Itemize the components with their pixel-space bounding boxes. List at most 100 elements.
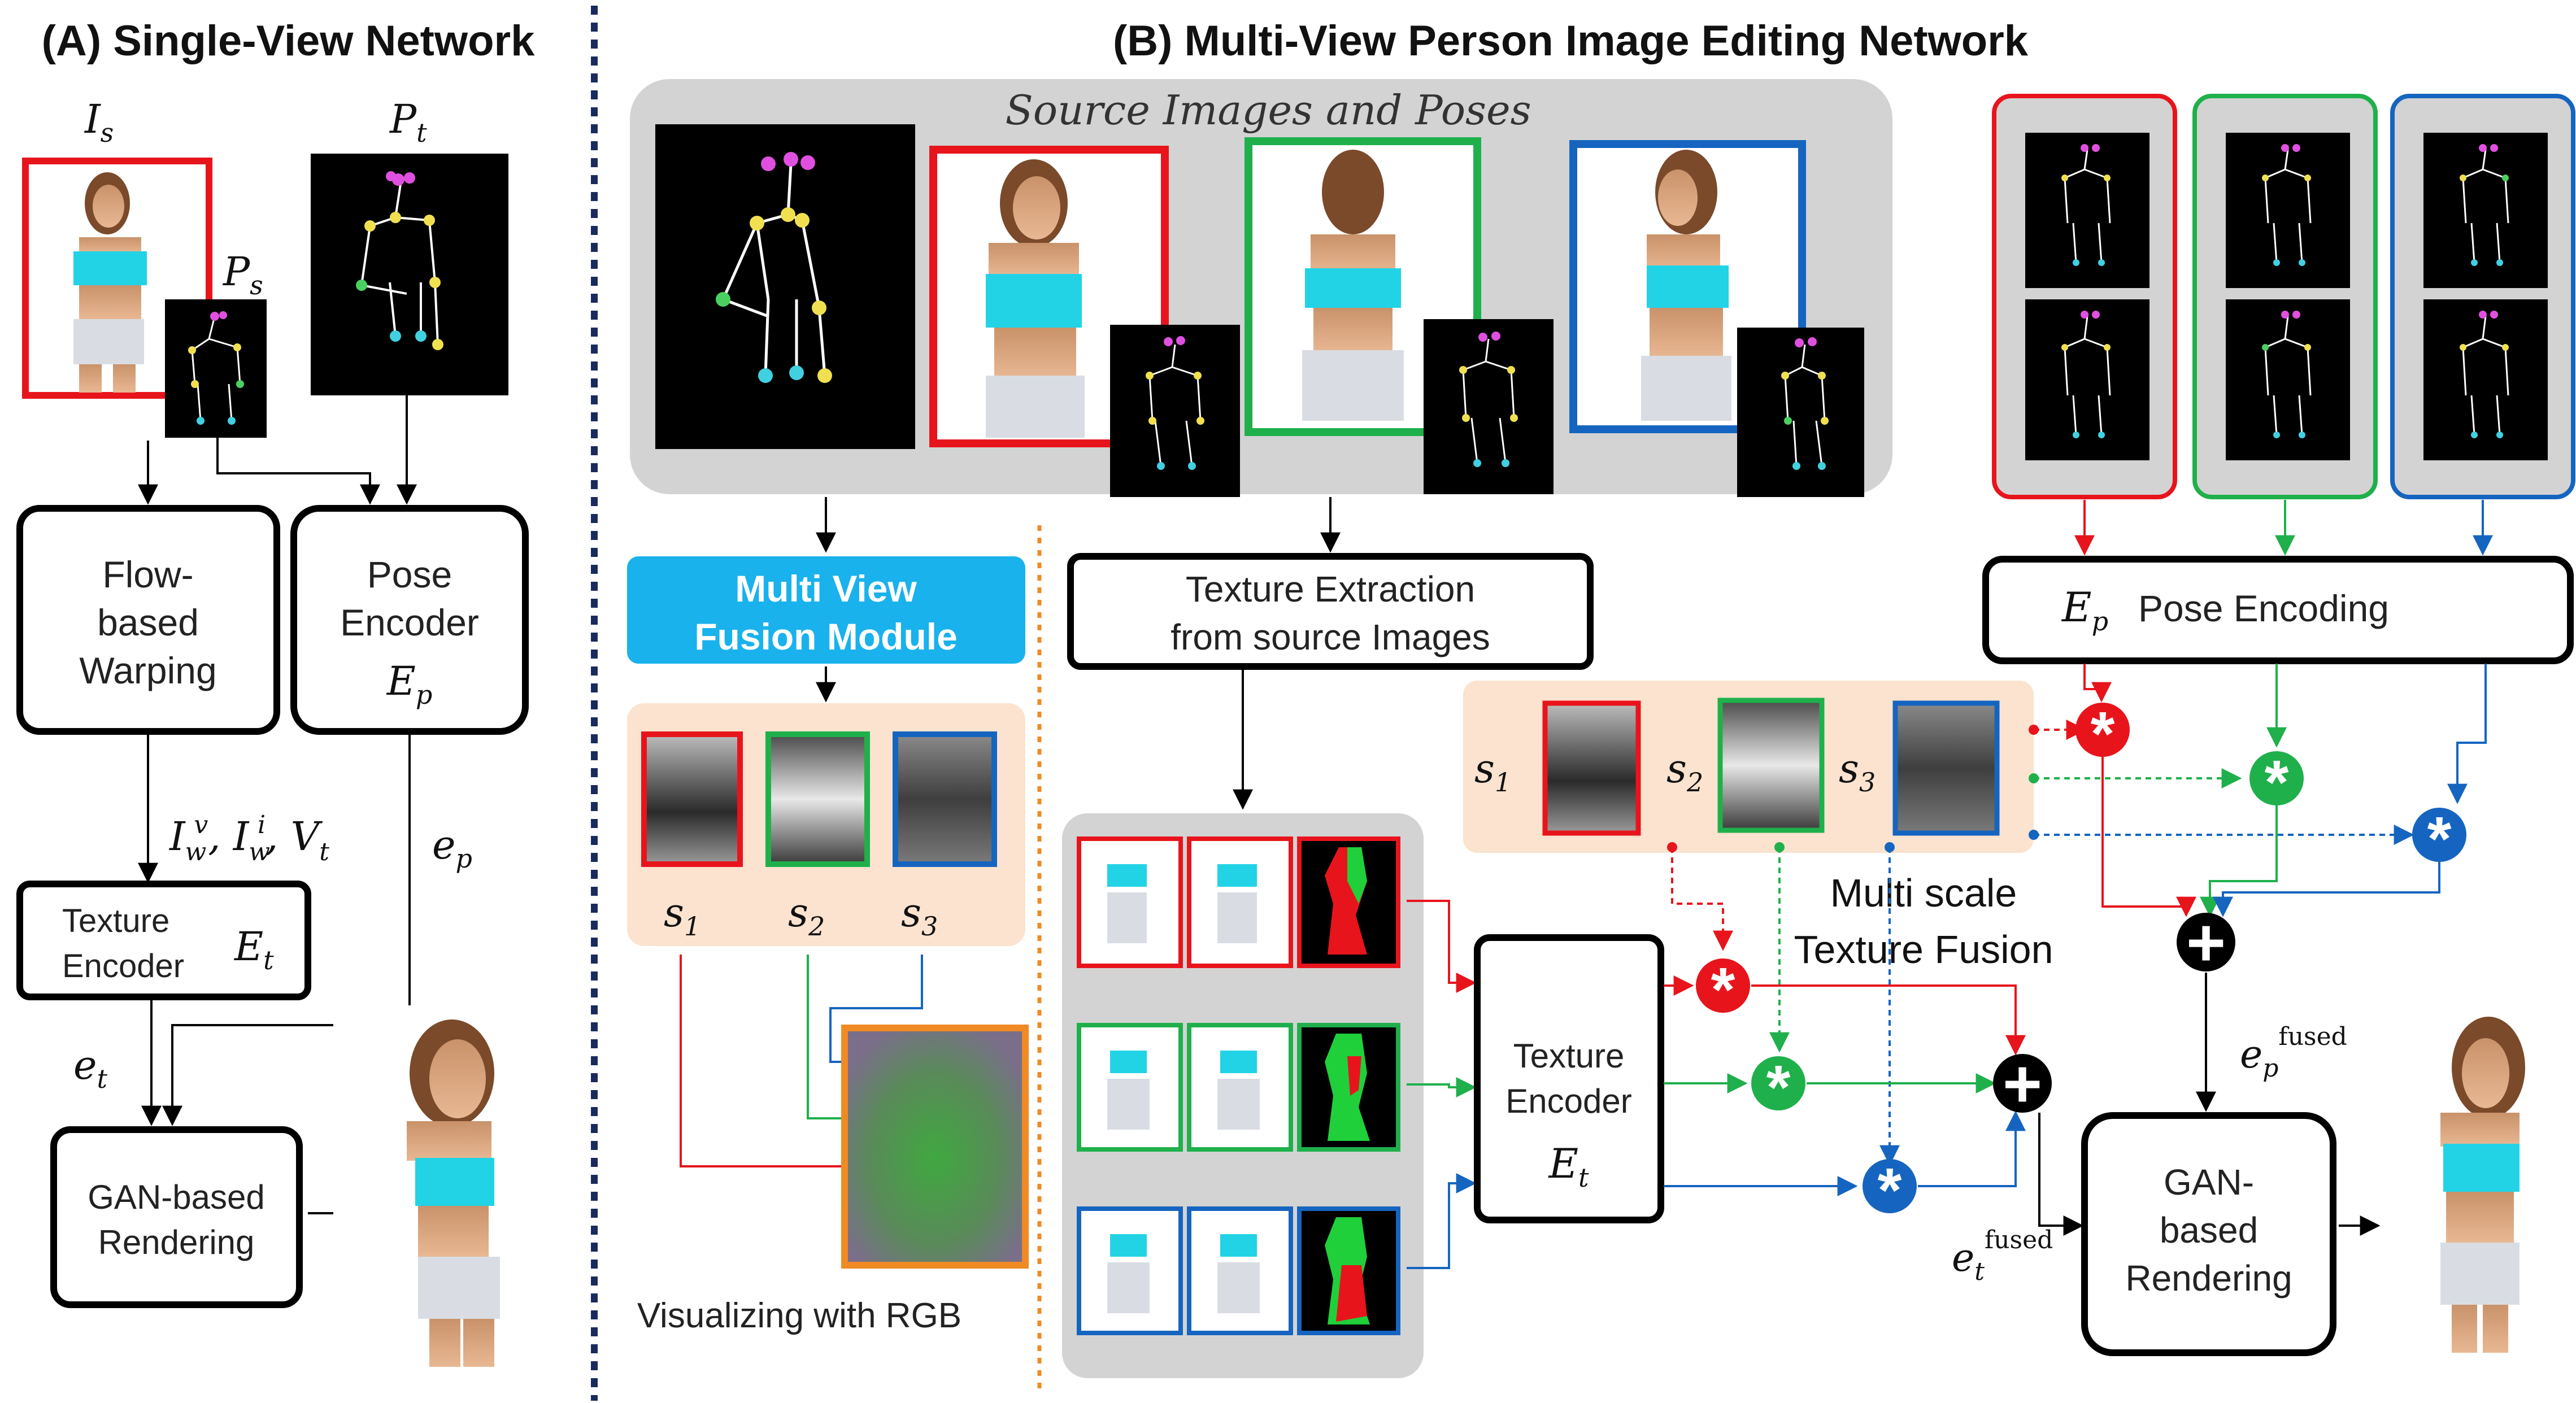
tex-add-node: + (1993, 1046, 2052, 1122)
flow-warping-label-2: based (97, 602, 199, 643)
crop-red-3-seg-green (1347, 847, 1367, 904)
svg-text:*: * (1766, 1053, 1791, 1122)
flow-warping-box (16, 505, 280, 735)
source-image-blue (1569, 140, 1806, 433)
s2-label-right: s2 (1666, 746, 1703, 798)
source-pose-green (1424, 319, 1554, 494)
gan-rendering-b-label-3: Rendering (2125, 1258, 2292, 1299)
crop-red-2-top (1217, 864, 1257, 887)
svg-text:+: + (2003, 1046, 2042, 1122)
multi-scale-label-2: Texture Fusion (1794, 927, 2053, 971)
crop-green-3-seg (1325, 1034, 1370, 1141)
pose-tile-red-bottom (2025, 299, 2149, 460)
gan-rendering-a-label-2: Rendering (98, 1223, 255, 1261)
tex-mult-green-node: * (1751, 1053, 1805, 1122)
crop-blue-2-bottom (1217, 1262, 1260, 1313)
visualizing-caption: Visualizing with RGB (637, 1296, 961, 1335)
s1-label-right: s1 (1474, 746, 1511, 798)
gan-rendering-b-label-1: GAN- (2164, 1162, 2254, 1202)
texture-encoder-box-b (1474, 934, 1664, 1223)
pose-encoder-label-1: Pose (367, 554, 452, 595)
map-s1-right (1542, 700, 1641, 836)
crop-blue-1-bottom (1107, 1262, 1150, 1313)
crop-green-1-bottom (1107, 1079, 1150, 1130)
texture-encoder-b-label-1: Texture (1513, 1037, 1625, 1075)
line-s3-to-rgb (829, 955, 923, 1063)
dot-s3-origin (1885, 842, 1895, 852)
fusion-module-label-1: Multi View (735, 568, 917, 609)
texture-encoder-b-et: Et (1547, 1140, 1589, 1193)
texture-extraction-label-2: from source Images (1170, 617, 1490, 657)
texture-encoder-a-et: Et (233, 923, 274, 975)
svg-text:*: * (1878, 1156, 1902, 1225)
crop-blue-2-top (1220, 1234, 1257, 1257)
fusion-module-label-2: Fusion Module (694, 616, 958, 657)
arrow-green-crops-to-encoder (1407, 1077, 1477, 1097)
pose-encoder-ep: Ep (386, 658, 433, 710)
dot-s2-origin (1774, 842, 1785, 852)
s3-label-right: s3 (1839, 746, 1876, 798)
texture-encoder-b-label-2: Encoder (1505, 1082, 1631, 1120)
tex-mult-red-node: * (1696, 955, 1750, 1025)
pose-mult-red-node: * (2075, 699, 2130, 769)
arrow-blue-crops-to-encoder (1407, 1173, 1477, 1269)
crop-green-2-bottom (1217, 1079, 1260, 1130)
et-fused-label: etfused (1952, 1226, 2053, 1286)
map-s2-right (1717, 698, 1825, 833)
pose-encoding-label: Pose Encoding (2138, 587, 2389, 629)
crop-red-1-bottom (1107, 892, 1147, 943)
pose-encoder-label-2: Encoder (340, 602, 479, 643)
pose-tile-green-top (2226, 133, 2350, 288)
map-s2-left (765, 731, 870, 867)
dot-s1-pose-origin (2029, 725, 2039, 735)
ep-small-label: ep (432, 822, 472, 874)
pose-mult-blue-node: * (2412, 804, 2466, 874)
pose-add-node: + (2177, 905, 2235, 981)
pose-image-pt (311, 154, 508, 395)
pose-tile-blue-bottom (2423, 299, 2548, 460)
et-small-label: et (73, 1042, 107, 1094)
output-image-a (333, 1005, 582, 1367)
source-images-caption: Source Images and Poses (1005, 86, 1531, 134)
line-pose-red-to-mult (2083, 664, 2112, 703)
ep-fused-label: epfused (2240, 1022, 2347, 1083)
gan-rendering-box-a (50, 1126, 303, 1308)
gan-rendering-b-label-2: based (2160, 1210, 2258, 1250)
s3-label-left: s3 (901, 890, 938, 942)
line-pose-mult-red-to-add (2101, 757, 2196, 917)
source-pose-red (1110, 325, 1240, 497)
warp-outputs-label: Iwv, Iwi, Vt (168, 811, 329, 866)
line-pose-mult-blue-to-add (2213, 862, 2440, 917)
arrow-red-crops-to-encoder (1407, 900, 1477, 993)
map-s3-right (1892, 700, 2000, 836)
svg-text:+: + (2186, 905, 2226, 981)
arrow-ps-to-pose-encoder (216, 438, 380, 505)
source-pose-blue (1737, 328, 1864, 497)
map-s3-left (893, 731, 997, 867)
texture-extraction-label-1: Texture Extraction (1186, 569, 1475, 609)
source-image-red (929, 146, 1169, 447)
crop-green-3-seg-red (1347, 1056, 1361, 1096)
gan-rendering-a-label-1: GAN-based (88, 1178, 264, 1216)
dot-s2-pose-origin (2029, 773, 2039, 783)
texture-encoder-box-a (16, 881, 311, 1000)
ps-label: Ps (222, 249, 263, 300)
is-label: Is (84, 96, 114, 148)
crop-red-2-bottom (1217, 892, 1257, 943)
pose-encoding-box (1982, 556, 2574, 664)
multi-scale-label-1: Multi scale (1830, 871, 2017, 915)
line-tex-blue-to-add (1918, 1110, 2026, 1187)
source-image-is (22, 158, 212, 399)
map-s1-left (641, 731, 743, 867)
texture-encoder-a-label-2: Encoder (62, 948, 184, 984)
crop-green-1-top (1110, 1051, 1147, 1073)
texture-encoder-a-label-1: Texture (62, 903, 169, 939)
output-image-b (2381, 1005, 2570, 1356)
source-big-pose (655, 124, 915, 449)
pose-tile-red-top (2025, 133, 2149, 288)
line-tex-red-to-add (1751, 984, 2026, 1056)
arrow-et-fused-to-gan (2038, 1113, 2084, 1236)
line-pose-mult-green-to-add (2200, 805, 2278, 917)
flow-warping-label-1: Flow- (102, 554, 193, 595)
